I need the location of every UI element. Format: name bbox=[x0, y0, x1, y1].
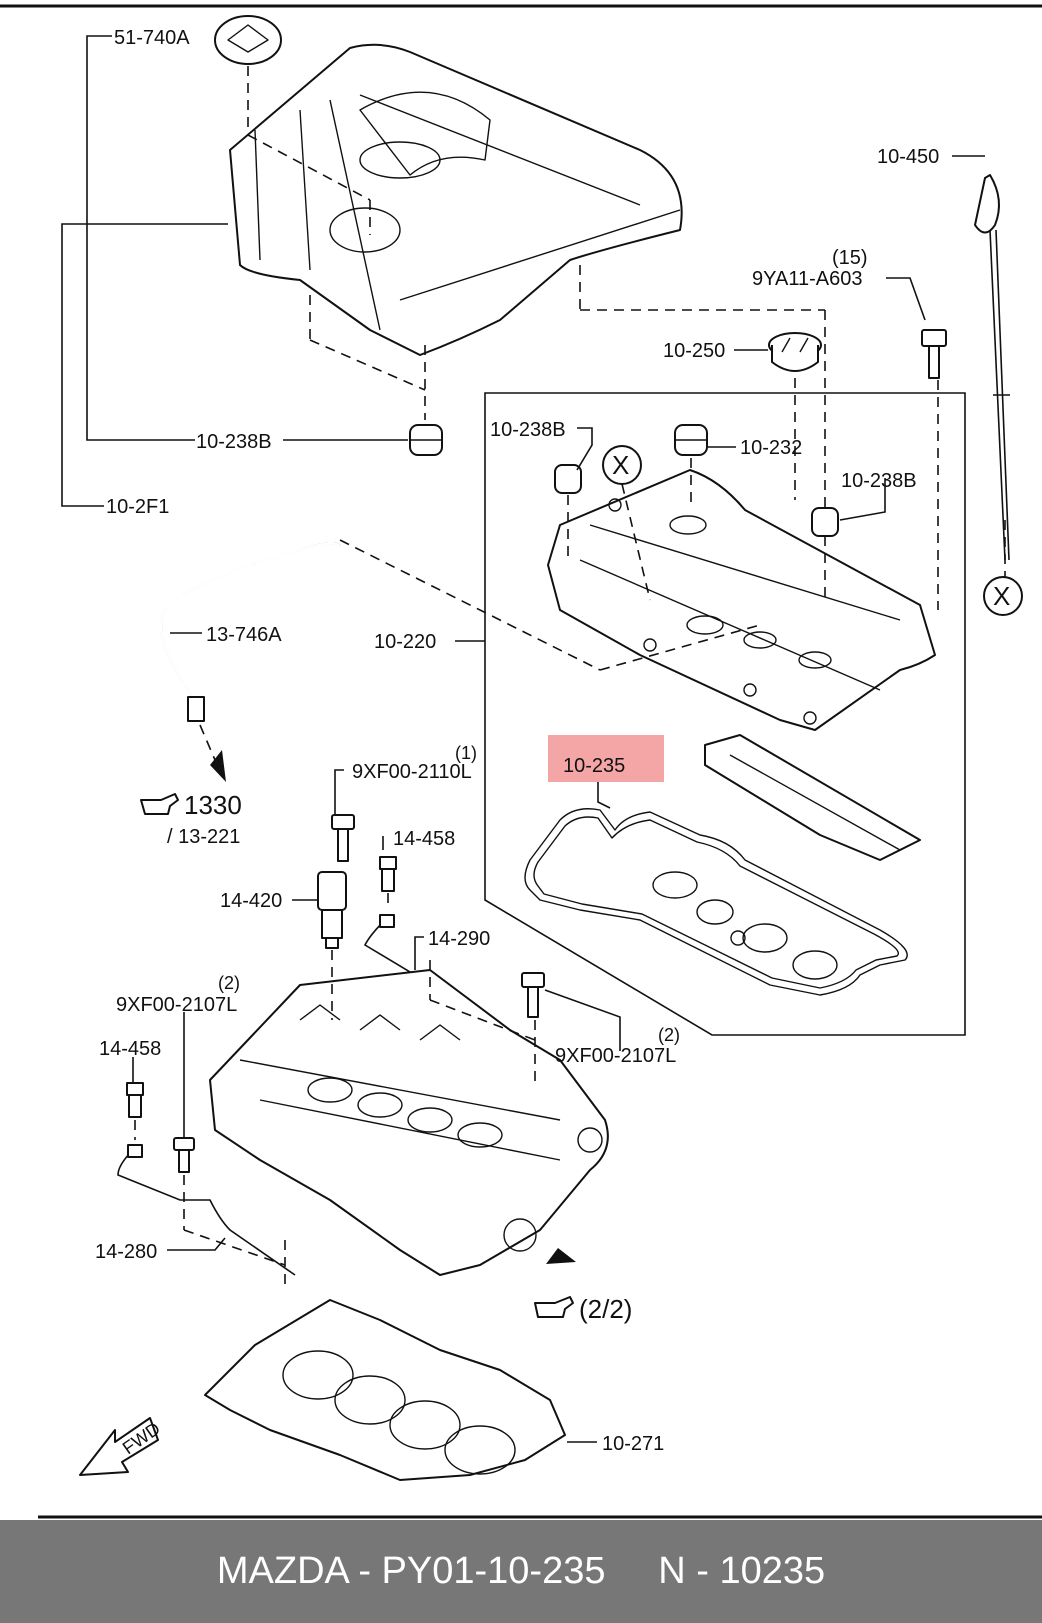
baffle-detail bbox=[729, 754, 901, 851]
oil-cap bbox=[768, 332, 822, 372]
label-qty-15: (15) bbox=[832, 247, 868, 269]
valve-cover-box bbox=[484, 392, 966, 1036]
label-10-232: 10-232 bbox=[740, 437, 802, 459]
plug-10-238b-right bbox=[811, 507, 839, 537]
label-9xf00-2107l-left: 9XF00-2107L bbox=[116, 994, 237, 1016]
valve-cover bbox=[547, 469, 936, 731]
label-10-235: 10-235 bbox=[563, 755, 625, 777]
label-14-458-left: 14-458 bbox=[99, 1038, 161, 1060]
footer-bar: MAZDA - PY01-10-235 N - 10235 bbox=[0, 1520, 1042, 1623]
label-10-238b-top: 10-238B bbox=[196, 431, 272, 453]
label-qty-2-right: (2) bbox=[658, 1025, 680, 1045]
label-x-right: X bbox=[993, 581, 1010, 611]
label-14-458-top: 14-458 bbox=[393, 828, 455, 850]
arrow-2-2 bbox=[546, 1248, 576, 1264]
highlight-10-235 bbox=[548, 735, 664, 782]
label-14-420: 14-420 bbox=[220, 890, 282, 912]
label-9xf00-2107l-right: 9XF00-2107L bbox=[555, 1045, 676, 1067]
engine-cover bbox=[229, 43, 683, 356]
emblem-part bbox=[214, 15, 282, 65]
label-ref-1330: 1330 bbox=[184, 790, 242, 820]
footer-title: MAZDA - PY01-10-235 N - 10235 bbox=[216, 1550, 826, 1592]
valve-cover-gasket bbox=[524, 808, 908, 996]
cylinder-head bbox=[209, 969, 609, 1276]
label-ref-2-2: (2/2) bbox=[579, 1294, 632, 1324]
union-bolt-14-458-left bbox=[126, 1082, 144, 1118]
label-qty-2-left: (2) bbox=[218, 973, 240, 993]
label-9ya11-a603: 9YA11-A603 bbox=[752, 268, 862, 290]
parts-diagram: 51-740A 10-2F1 10-238B 10-450 (15) 9YA11… bbox=[0, 4, 1042, 1519]
label-10-250: 10-250 bbox=[663, 340, 725, 362]
label-9xf00-2110l: 9XF00-2110L bbox=[352, 761, 472, 783]
label-10-220: 10-220 bbox=[374, 631, 436, 653]
label-10-238b-left: 10-238B bbox=[490, 419, 566, 441]
oil-pipe-14-290 bbox=[363, 914, 541, 1051]
label-qty-1: (1) bbox=[455, 743, 477, 763]
label-10-2f1: 10-2F1 bbox=[106, 496, 169, 518]
label-10-271: 10-271 bbox=[602, 1433, 664, 1455]
baffle-plate bbox=[704, 734, 921, 861]
label-10-450: 10-450 bbox=[877, 146, 939, 168]
bolt-9xf00-2107l-right bbox=[521, 972, 545, 1018]
bolt-9xf00-2107l-left bbox=[173, 1137, 195, 1173]
hand-pointer-icon bbox=[534, 1296, 574, 1318]
x-marker-right bbox=[983, 576, 1023, 616]
head-gasket bbox=[204, 1299, 566, 1481]
oil-pipe-14-280 bbox=[117, 1144, 296, 1276]
plug-10-238b-top bbox=[409, 424, 443, 456]
label-14-280: 14-280 bbox=[95, 1241, 157, 1263]
arrow-1330 bbox=[210, 750, 226, 782]
label-10-238b-right: 10-238B bbox=[841, 470, 917, 492]
label-14-290: 14-290 bbox=[428, 928, 490, 950]
dipstick bbox=[974, 174, 1010, 561]
hose-13-746a bbox=[160, 542, 341, 722]
bolt-9xf00-2110l bbox=[331, 814, 355, 862]
oil-control-valve bbox=[317, 871, 347, 949]
label-13-746a: 13-746A bbox=[206, 624, 282, 646]
label-x-left: X bbox=[612, 450, 629, 480]
plug-10-232 bbox=[674, 424, 708, 456]
leader-lines bbox=[61, 35, 985, 1443]
label-51-740a: 51-740A bbox=[114, 27, 190, 49]
hand-pointer-icon bbox=[140, 793, 179, 815]
union-bolt-14-458-top bbox=[379, 856, 397, 892]
label-ref-13-221: / 13-221 bbox=[167, 826, 240, 848]
dashed-leaders bbox=[134, 66, 1006, 1290]
fwd-arrow bbox=[79, 1417, 159, 1476]
plug-10-238b-left bbox=[554, 464, 582, 494]
bolt-9ya11 bbox=[921, 329, 947, 379]
